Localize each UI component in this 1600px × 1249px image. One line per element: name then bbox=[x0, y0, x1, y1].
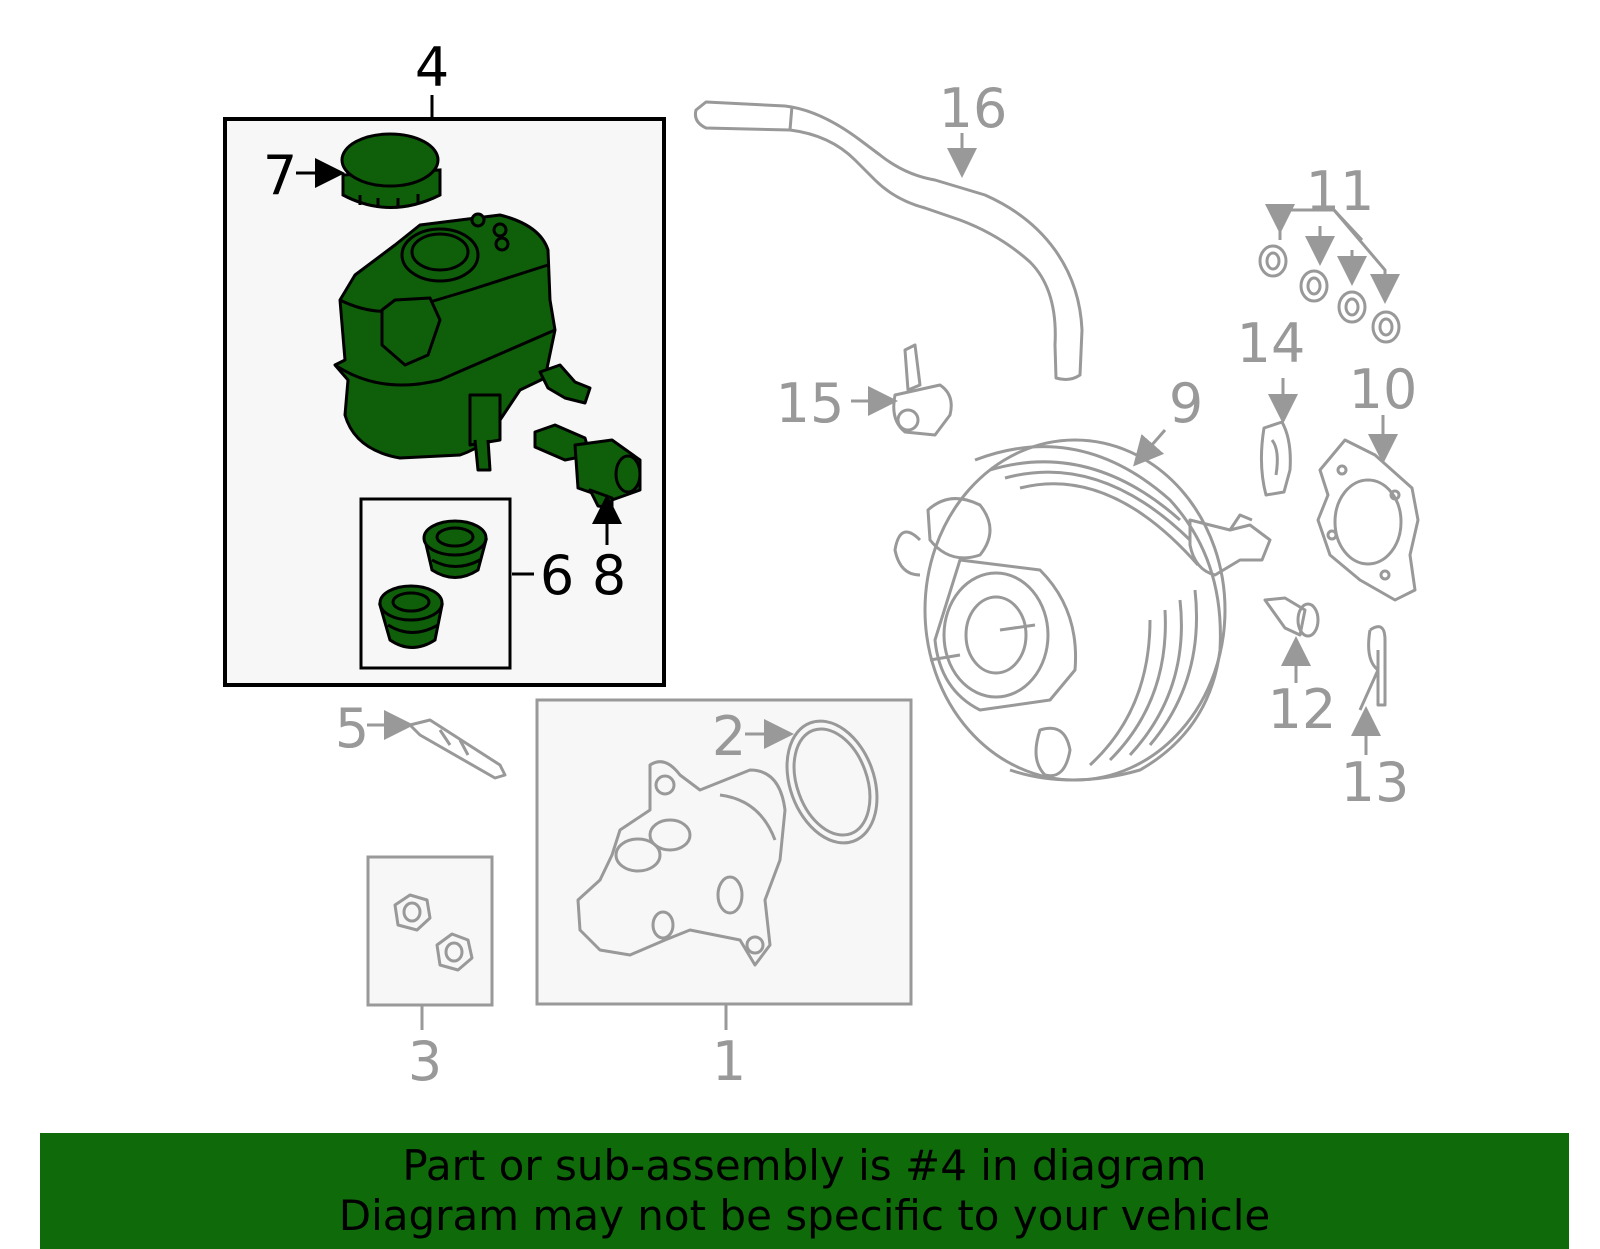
reservoir-cap[interactable] bbox=[340, 132, 442, 209]
callout-6: 6 bbox=[540, 544, 574, 607]
pushrod-5 bbox=[408, 718, 507, 780]
callout-3: 3 bbox=[408, 1030, 442, 1093]
o-ring-2 bbox=[785, 719, 879, 845]
callout-13: 13 bbox=[1341, 751, 1410, 814]
booster-gasket bbox=[1316, 438, 1420, 602]
banner-line-part: Part or sub-assembly is #4 in diagram bbox=[402, 1141, 1207, 1190]
callout-11: 11 bbox=[1306, 160, 1375, 223]
callout-14: 14 bbox=[1237, 312, 1306, 375]
plug-12 bbox=[1263, 596, 1320, 638]
brake-booster bbox=[893, 438, 1272, 782]
fluid-level-sensor[interactable] bbox=[533, 423, 642, 510]
leader-9 bbox=[1133, 429, 1167, 467]
master-cylinder bbox=[576, 760, 787, 967]
pin-13 bbox=[1358, 625, 1387, 711]
callout-12: 12 bbox=[1268, 678, 1337, 741]
grommet-lower[interactable] bbox=[378, 584, 444, 649]
callout-16: 16 bbox=[939, 77, 1008, 140]
callout-15: 15 bbox=[776, 372, 845, 435]
callout-9: 9 bbox=[1169, 372, 1203, 435]
clip-14 bbox=[1259, 420, 1292, 497]
callout-4: 4 bbox=[415, 36, 449, 99]
diagram-notice-banner: Part or sub-assembly is #4 in diagram Di… bbox=[40, 1133, 1569, 1249]
banner-line-disclaimer: Diagram may not be specific to your vehi… bbox=[338, 1191, 1271, 1240]
callout-7: 7 bbox=[263, 144, 297, 207]
washers bbox=[1258, 204, 1401, 344]
callout-2: 2 bbox=[712, 705, 746, 768]
master-cylinder-box bbox=[535, 698, 913, 1030]
vacuum-hose bbox=[694, 100, 1084, 381]
callout-8: 8 bbox=[592, 544, 626, 607]
grommet-upper[interactable] bbox=[422, 519, 488, 579]
nuts bbox=[393, 893, 474, 972]
callout-1: 1 bbox=[712, 1030, 746, 1093]
callout-5: 5 bbox=[335, 697, 369, 760]
callout-10: 10 bbox=[1349, 358, 1418, 421]
brake-fluid-reservoir[interactable] bbox=[333, 212, 592, 472]
nuts-box bbox=[366, 855, 494, 1030]
check-valve bbox=[892, 343, 953, 437]
